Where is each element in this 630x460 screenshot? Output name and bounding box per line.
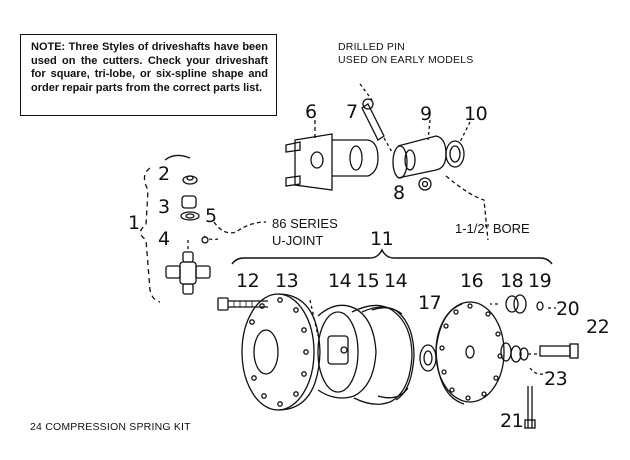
callout-8: 8 [393, 182, 405, 204]
washer [419, 344, 437, 372]
yoke [285, 120, 379, 191]
rear-plate [435, 301, 505, 405]
ujoint-cross [165, 236, 211, 295]
callout-5: 5 [205, 205, 217, 227]
callout-4: 4 [158, 228, 170, 250]
spring-parts [490, 294, 556, 314]
callout-17: 17 [418, 292, 442, 314]
note-box: NOTE: Three Styles of driveshafts have b… [20, 34, 277, 116]
series-label-line1: 86 SERIES [272, 216, 338, 231]
callout-15: 15 [356, 270, 380, 292]
series-label-line2: U-JOINT [272, 233, 324, 248]
callout-9: 9 [420, 103, 432, 125]
drilled-pin [361, 98, 393, 153]
callout-18: 18 [500, 270, 524, 292]
drilled-pin-label-line1: DRILLED PIN [338, 41, 405, 53]
callout-19: 19 [528, 270, 552, 292]
callout-1: 1 [128, 212, 140, 234]
callout-21: 21 [500, 410, 524, 432]
note-text: NOTE: Three Styles of driveshafts have b… [31, 41, 268, 94]
clutch-assembly [309, 299, 415, 405]
callout-20: 20 [556, 298, 580, 320]
drilled-pin-label-line2: USED ON EARLY MODELS [338, 54, 474, 66]
callout-3: 3 [158, 196, 170, 218]
flange-plate [241, 293, 321, 411]
nut [418, 177, 432, 191]
kit-label: 24 COMPRESSION SPRING KIT [30, 421, 191, 433]
callout-23: 23 [544, 368, 568, 390]
callout-6: 6 [305, 101, 317, 123]
callout-14a: 14 [328, 270, 352, 292]
callout-11: 11 [370, 228, 394, 250]
callout-12: 12 [236, 270, 260, 292]
callout-22: 22 [586, 316, 610, 338]
callout-7: 7 [346, 101, 358, 123]
callout-2: 2 [158, 163, 170, 185]
rear-bolt [500, 342, 579, 375]
cap-parts [180, 175, 200, 221]
tube-and-collar [392, 119, 471, 179]
callout-14b: 14 [384, 270, 408, 292]
ujoint-bracket [139, 154, 191, 303]
callout-10: 10 [464, 103, 488, 125]
bore-label: 1-1/2" BORE [455, 221, 530, 236]
callout-16: 16 [460, 270, 484, 292]
callout-13: 13 [275, 270, 299, 292]
bracket-11 [231, 248, 553, 265]
vertical-bolt [524, 386, 536, 429]
